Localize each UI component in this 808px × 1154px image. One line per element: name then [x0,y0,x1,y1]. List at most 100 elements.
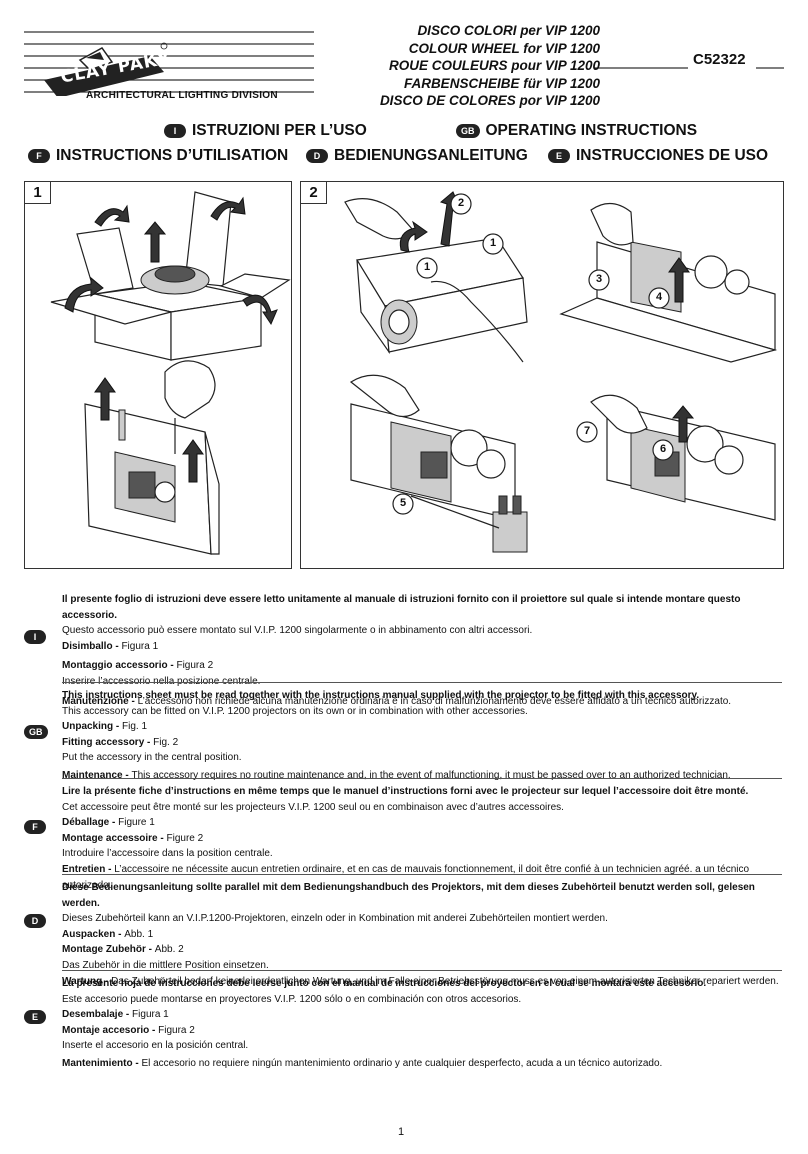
callout-5 [392,493,414,515]
callout-label: 5 [399,497,407,509]
maint-title: Maintenance - [62,769,132,781]
step2-text: Introduire l’accessoire dans la position… [62,848,273,860]
section-divider [62,778,782,779]
callout-6 [652,439,674,461]
callout-label: 2 [457,197,465,209]
step2-ref: Figura 2 [176,660,214,672]
division-label: ARCHITECTURAL LIGHTING DIVISION [86,90,278,101]
section-it: Il presente foglio di istruzioni deve es… [62,592,782,709]
step2-text: Inserte el accesorio en la posición cent… [62,1040,249,1052]
callout-3 [588,269,610,291]
step2-text: Das Zubehör in die mittlere Position ein… [62,959,269,971]
figure-number: 1 [25,182,51,204]
lang-badge: F [28,149,50,163]
maint-title: Wartung - [62,975,112,987]
lang-heading-d: D BEDIENUNGSANLEITUNG [306,147,528,165]
section-divider [62,874,782,875]
maint-text: This accessory requires no routine maint… [131,769,731,781]
step2-title: Montaggio accessorio - [62,660,177,672]
section-badge-e: E [24,1010,46,1024]
step1-ref: Figura 1 [132,1009,169,1021]
step1-ref: Abb. 1 [124,928,154,940]
section-intro: Il presente foglio di istruzioni deve es… [62,594,741,621]
section-e: La presente hoja de instrucciones debe l… [62,976,782,1072]
callout-label: 3 [595,273,603,285]
callout-4 [648,287,670,309]
clay-paky-logo [44,42,168,96]
step1-title: Desembalaje - [62,1009,133,1021]
section-badge-it: I [24,630,46,644]
maint-title: Mantenimiento - [62,1057,142,1069]
lang-badge: E [548,149,570,163]
callout-label: 7 [583,425,591,437]
step1-ref: Figura 1 [121,640,159,652]
step2-ref: Abb. 2 [154,944,184,956]
maint-text: L’accessorio non richiede alcuna manuten… [137,695,732,707]
step1-ref: Fig. 1 [122,721,148,733]
step2-title: Montage accessoire - [62,832,167,844]
title-it: DISCO COLORI per VIP 1200 [417,23,600,38]
section-d: Diese Bedienungsanleitung sollte paralle… [62,880,782,989]
lang-heading-gb: GB OPERATING INSTRUCTIONS [456,122,697,140]
lang-heading-f: F INSTRUCTIONS D’UTILISATION [28,147,288,165]
title-en: COLOUR WHEEL for VIP 1200 [408,40,600,56]
callout-1a [416,257,438,279]
title-fr: ROUE COULEURS pour VIP 1200 [388,58,600,73]
section-badge-f: F [24,820,46,834]
figure-2: 2 [300,181,784,569]
callout-2 [450,193,472,215]
section-gb: This instructions sheet must be read tog… [62,688,782,784]
step1-title: Déballage - [62,817,119,829]
maint-title: Entretien - [62,863,115,875]
lang-label: ISTRUZIONI PER L’USO [192,122,367,139]
lang-label: INSTRUCCIONES DE USO [576,147,769,164]
callout-7 [576,421,598,443]
section-intro: Lire la présente fiche d’instructions en… [62,786,749,797]
section-badge-d: D [24,914,46,928]
lang-badge: I [164,124,186,138]
unpacking-illustration [50,191,291,555]
callout-label: 4 [655,291,663,303]
maint-text: Das Zubehörteil bedarf keinerlei ordentl… [111,975,779,987]
step2-title: Fitting accessory - [62,736,154,748]
step2-text: Put the accessory in the central positio… [62,752,242,764]
step2-ref: Figura 2 [158,1024,195,1036]
step2-title: Montaje accesorio - [62,1024,159,1036]
step2-ref: Fig. 2 [153,736,179,748]
page-number: 1 [398,1126,405,1138]
lang-badge: D [306,149,328,163]
lang-label: OPERATING INSTRUCTIONS [485,122,698,139]
section-note: Dieses Zubehörteil kann an V.I.P.1200-Pr… [62,913,608,925]
section-note: Este accesorio puede montarse en proyect… [62,993,522,1005]
lang-label: INSTRUCTIONS D’UTILISATION [56,147,289,164]
maint-text: L’accessoire ne nécessite aucun entretie… [62,863,750,891]
section-divider [62,970,782,971]
section-intro: This instructions sheet must be read tog… [62,690,700,701]
figure-number: 2 [301,182,327,204]
lang-heading-it: I ISTRUZIONI PER L’USO [164,122,367,140]
step1-title: Auspacken - [62,928,125,940]
step1-ref: Figure 1 [118,817,155,829]
section-divider [62,682,782,683]
step1-title: Disimballo - [62,640,122,652]
section-note: This accessory can be fitted on V.I.P. 1… [62,705,528,717]
document-titles: DISCO COLORI per VIP 1200 COLOUR WHEEL f… [330,22,600,110]
section-note: Questo accessorio può essere montato sul… [62,625,533,637]
step2-ref: Figure 2 [166,832,204,844]
lang-badge: GB [456,124,480,138]
lang-heading-e: E INSTRUCCIONES DE USO [548,147,768,165]
section-badge-gb: GB [24,725,48,739]
callout-label: 1 [489,237,497,249]
section-note: Cet accessoire peut être monté sur les p… [62,801,564,813]
title-de: FARBENSCHEIBE für VIP 1200 [403,75,600,91]
callout-1b [482,233,504,255]
section-f: Lire la présente fiche d’instructions en… [62,784,782,893]
figure-1: 1 [24,181,292,569]
step2-title: Montage Zubehör - [62,944,155,956]
section-intro: Diese Bedienungsanleitung sollte paralle… [62,882,755,909]
lang-label: BEDIENUNGSANLEITUNG [334,147,528,164]
section-intro: La presente hoja de instrucciones debe l… [62,978,707,989]
product-code: C52322 [693,51,746,68]
step2-text: Inserire l’accessorio nella posizione ce… [62,675,261,687]
callout-label: 1 [423,261,431,273]
